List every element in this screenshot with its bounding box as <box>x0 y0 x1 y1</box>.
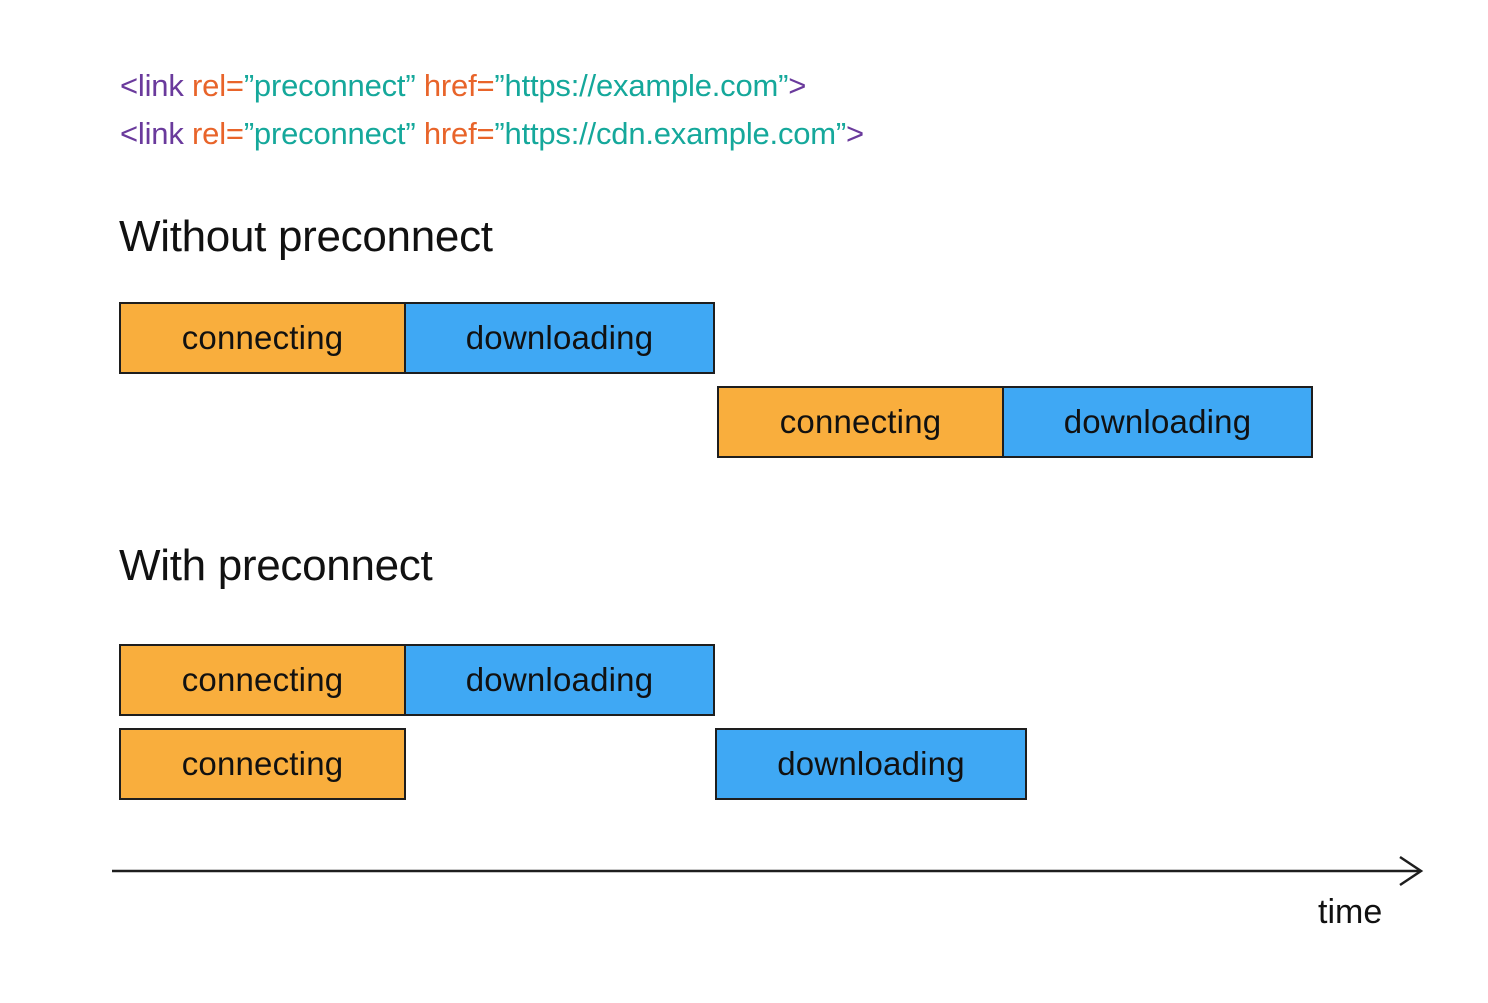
code-line-cdn: <link rel=”preconnect” href=”https://cdn… <box>120 114 864 154</box>
time-axis-arrowhead <box>1399 855 1424 887</box>
code-line-example: <link rel=”preconnect” href=”https://exa… <box>120 66 806 106</box>
code-token-attr: rel= <box>192 116 244 151</box>
with-row2-connecting-bar: connecting <box>119 728 406 800</box>
code-token-attr: href= <box>423 68 495 103</box>
time-axis-label: time <box>1318 893 1383 931</box>
code-token-attr: href= <box>423 116 495 151</box>
without-row1-downloading-bar: downloading <box>404 302 715 374</box>
code-token-value: ”https://cdn.example.com” <box>494 116 847 151</box>
with-row1-downloading-bar: downloading <box>404 644 715 716</box>
with-row1-connecting-bar: connecting <box>119 644 406 716</box>
with-row2-downloading-bar: downloading <box>715 728 1027 800</box>
code-token-value: ”preconnect” <box>243 116 416 151</box>
code-token-tag: > <box>846 116 864 151</box>
code-token-tag: <link <box>120 116 193 151</box>
code-token-tag: > <box>788 68 807 103</box>
code-token-tag: <link <box>120 68 193 103</box>
code-token-value: ”preconnect” <box>243 68 416 103</box>
section-title-without-preconnect: Without preconnect <box>119 212 493 261</box>
without-row2-downloading-bar: downloading <box>1002 386 1313 458</box>
section-title-with-preconnect: With preconnect <box>119 541 433 590</box>
without-row2-connecting-bar: connecting <box>717 386 1004 458</box>
code-token-attr: rel= <box>192 68 244 103</box>
without-row1-connecting-bar: connecting <box>119 302 406 374</box>
code-token-value: ”https://example.com” <box>494 68 789 103</box>
